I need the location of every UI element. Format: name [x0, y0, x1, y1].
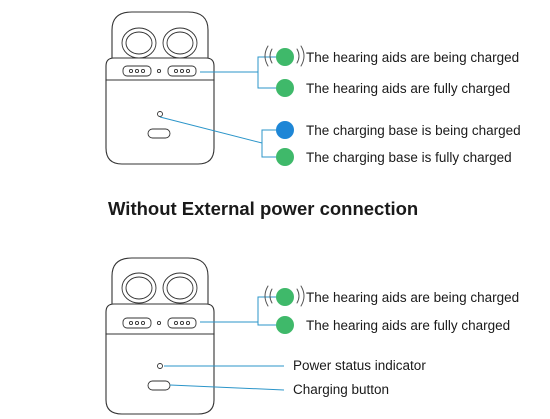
green-led: [276, 48, 294, 66]
earbud-left: [122, 65, 152, 77]
blue-led: [276, 121, 294, 139]
label-base-charging: The charging base is being charged: [306, 123, 521, 138]
leader-lines-top: [159, 56, 276, 158]
case-lid: [111, 11, 209, 63]
label-power-status-indicator: Power status indicator: [293, 358, 426, 373]
charging-case-top: [105, 11, 215, 165]
case-body: [105, 79, 215, 165]
case-hinge: [105, 303, 215, 335]
power-status-indicator: [157, 363, 163, 369]
section-heading: Without External power connection: [108, 198, 418, 219]
green-led: [276, 148, 294, 166]
label-charging-button: Charging button: [293, 382, 389, 397]
label-aids-charging: The hearing aids are being charged: [306, 290, 519, 305]
earbud-well-left: [121, 272, 157, 304]
earbud-right: [167, 317, 197, 329]
leader-lines-bottom: [164, 296, 285, 391]
green-led: [276, 79, 294, 97]
green-led: [276, 288, 294, 306]
signal-waves-icon: [264, 45, 305, 67]
case-body: [105, 333, 215, 415]
earbud-right: [167, 65, 197, 77]
label-aids-full: The hearing aids are fully charged: [306, 318, 510, 333]
label-aids-charging: The hearing aids are being charged: [306, 50, 519, 65]
label-aids-full: The hearing aids are fully charged: [306, 81, 510, 96]
case-lid: [111, 257, 209, 307]
signal-waves-icon: [264, 285, 305, 307]
power-status-indicator: [157, 111, 163, 117]
label-base-full: The charging base is fully charged: [306, 150, 512, 165]
charging-button: [147, 128, 171, 139]
earbud-left: [122, 317, 152, 329]
case-hinge: [105, 57, 215, 81]
earbud-well-right: [162, 272, 198, 304]
green-led: [276, 316, 294, 334]
charging-case-bottom: [105, 257, 215, 415]
